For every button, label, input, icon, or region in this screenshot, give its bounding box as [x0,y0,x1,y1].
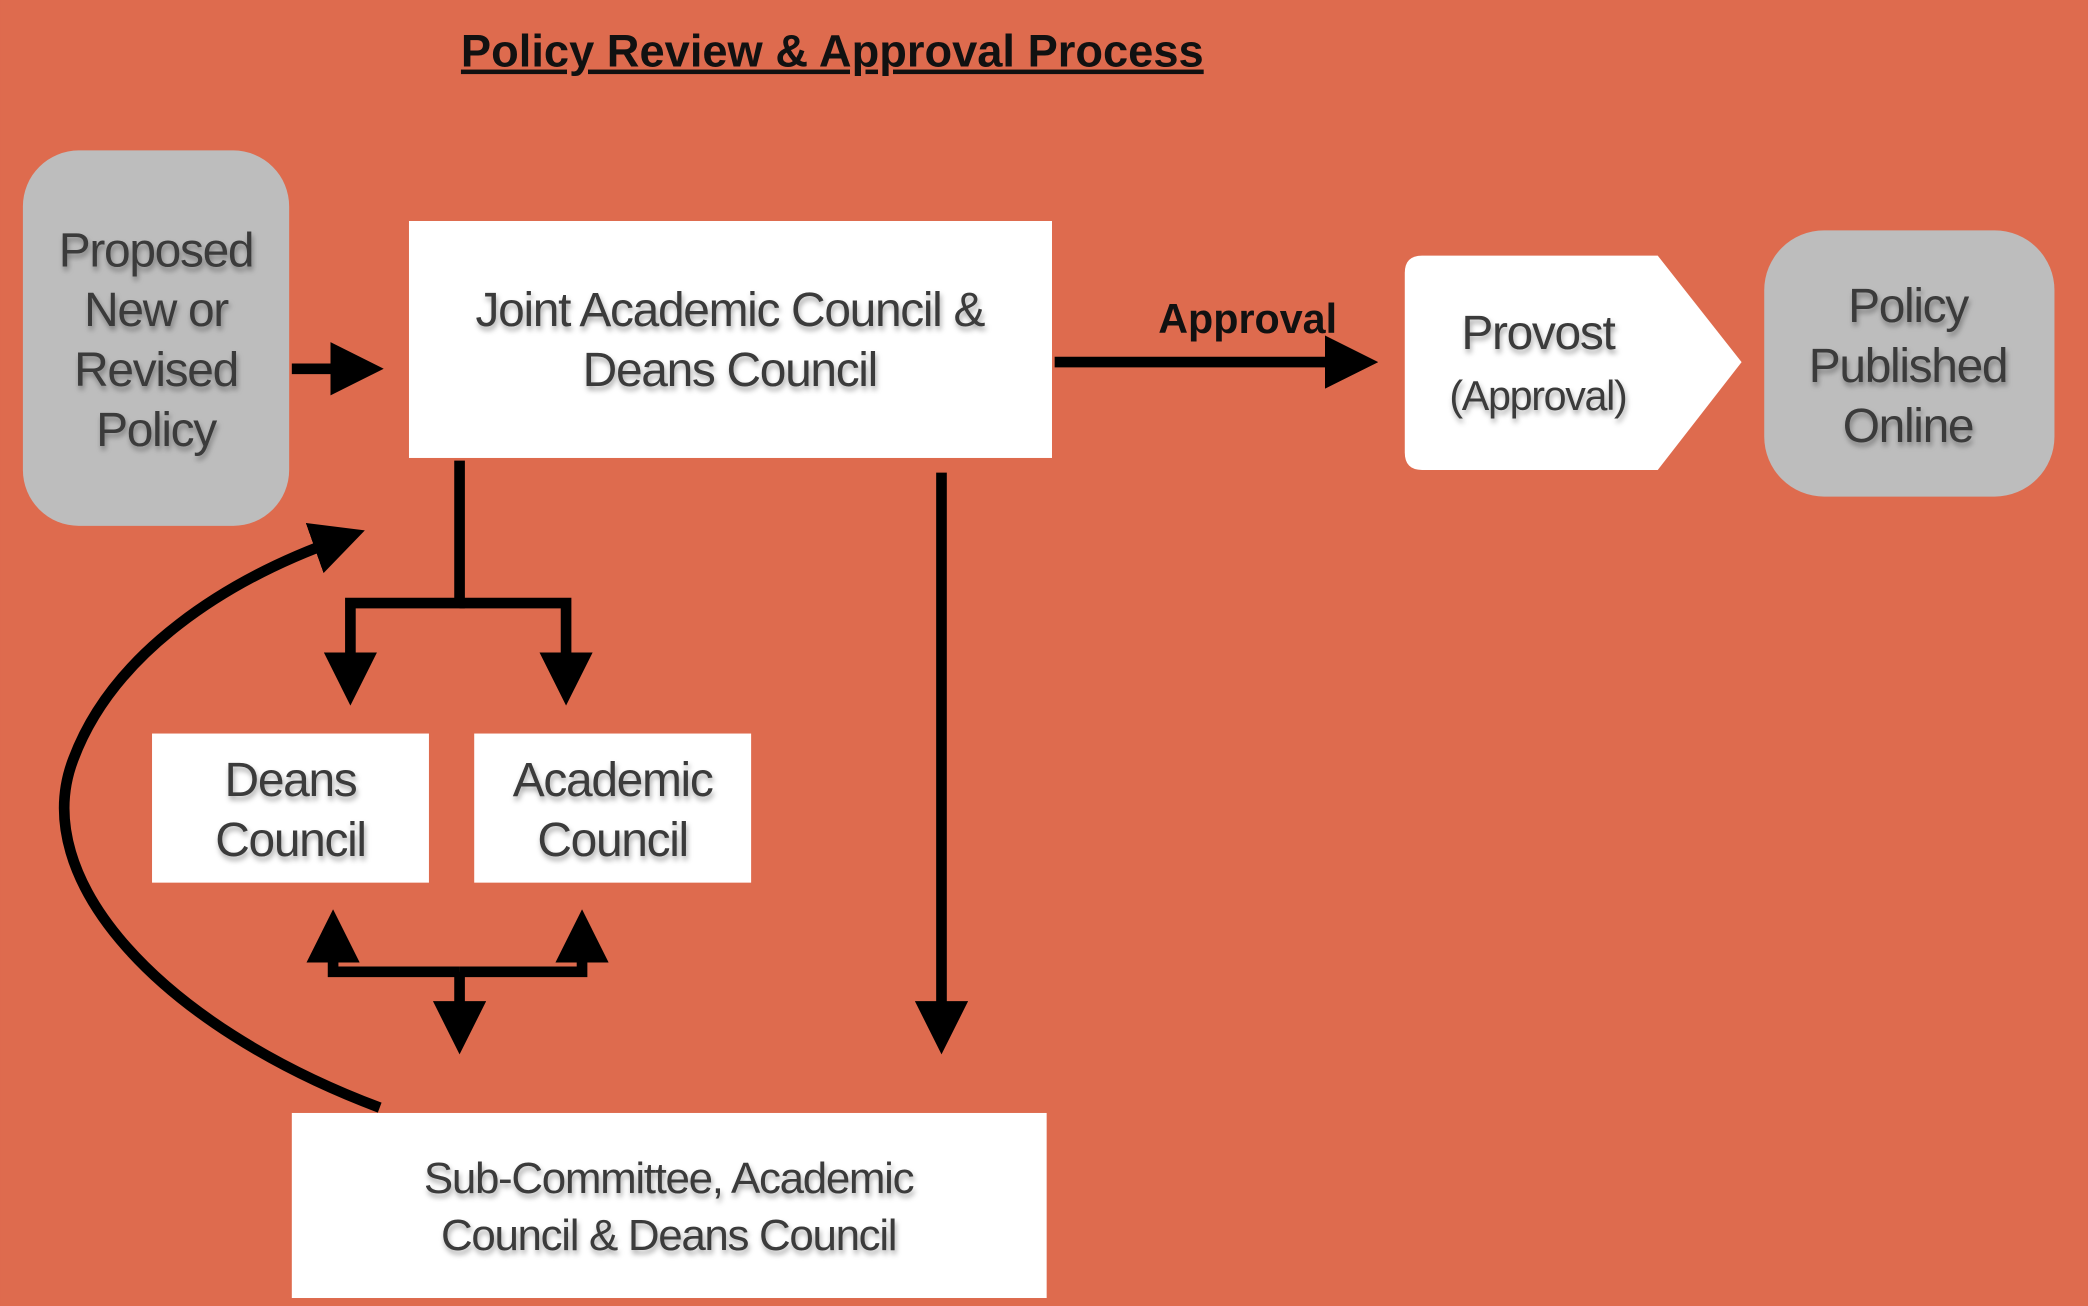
arrow-to-deans [306,909,460,978]
arrow-joint-to-deans [323,460,465,706]
svg-text:Provost(Approval): Provost(Approval) [1449,307,1626,419]
arrow-subcommittee-to-joint [58,522,382,1113]
arrow-to-academic [459,909,609,978]
svg-text:Joint Academic Council &Deans: Joint Academic Council &Deans Council [476,284,986,397]
node-joint-council: Joint Academic Council &Deans Council [408,220,1052,458]
approval-label: Approval [1158,296,1337,342]
arrow-joint-to-academic [459,597,593,706]
node-provost: Provost(Approval) [1404,255,1742,470]
diagram-title: Policy Review & Approval Process [461,26,1204,77]
connectors [58,335,1379,1113]
